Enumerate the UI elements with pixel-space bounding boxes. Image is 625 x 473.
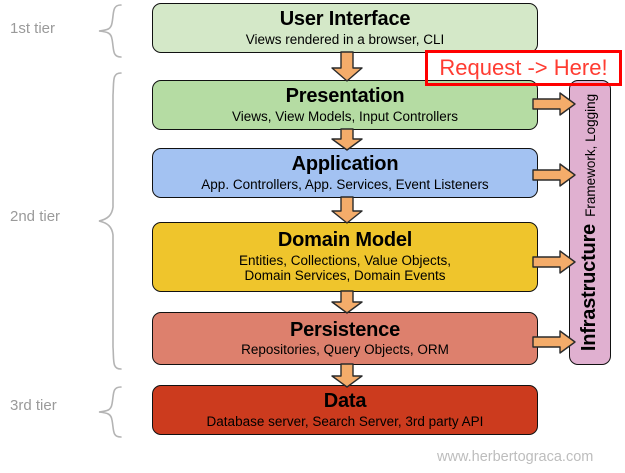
layer-domain-model[interactable]: Domain Model Entities, Collections, Valu… [152,222,538,292]
arrow-right-presentation-to-infrastructure [532,92,576,116]
layer-subtitle-line2: Domain Services, Domain Events [244,268,446,284]
arrow-down-ui-to-presentation [330,51,364,82]
arrow-down-presentation-to-application [330,128,364,151]
layer-application[interactable]: Application App. Controllers, App. Servi… [152,148,538,198]
layer-presentation[interactable]: Presentation Views, View Models, Input C… [152,80,538,130]
layer-data[interactable]: Data Database server, Search Server, 3rd… [152,385,538,435]
tier-label-1st: 1st tier [10,20,56,37]
infrastructure-subtitle: Framework, Logging [583,93,599,217]
footer-website: www.herbertograca.com [437,449,594,465]
layer-infrastructure[interactable]: Infrastructure Framework, Logging [569,80,611,365]
arrow-down-persistence-to-data [330,363,364,388]
annotation-request-here: Request -> Here! [425,50,622,86]
layer-subtitle-line1: Entities, Collections, Value Objects, [238,252,452,268]
arrow-down-domain-to-persistence [330,290,364,314]
layer-title: Domain Model [277,229,413,252]
tier-label-3rd: 3rd tier [10,397,57,414]
layer-subtitle: Views, View Models, Input Controllers [231,108,459,124]
layer-title: Application [291,153,399,176]
brace-1st-tier [96,3,124,59]
layer-subtitle: Database server, Search Server, 3rd part… [206,413,484,429]
layer-title: User Interface [279,8,411,31]
arrow-right-persistence-to-infrastructure [532,330,576,354]
layer-subtitle: Views rendered in a browser, CLI [245,31,445,47]
layer-persistence[interactable]: Persistence Repositories, Query Objects,… [152,312,538,365]
tier-label-2nd: 2nd tier [10,208,61,225]
layer-subtitle: App. Controllers, App. Services, Event L… [201,176,489,192]
infrastructure-title: Infrastructure [578,223,601,352]
layer-title: Data [323,390,367,413]
annotation-text: Request -> Here! [439,55,608,80]
brace-2nd-tier [96,71,124,371]
arrow-right-application-to-infrastructure [532,163,576,187]
layer-user-interface[interactable]: User Interface Views rendered in a brows… [152,3,538,53]
brace-3rd-tier [96,385,124,439]
layer-subtitle: Repositories, Query Objects, ORM [241,342,449,358]
layer-title: Persistence [289,318,401,341]
layer-title: Presentation [285,85,405,108]
arrow-right-domain-to-infrastructure [532,250,576,274]
arrow-down-application-to-domain [330,196,364,224]
